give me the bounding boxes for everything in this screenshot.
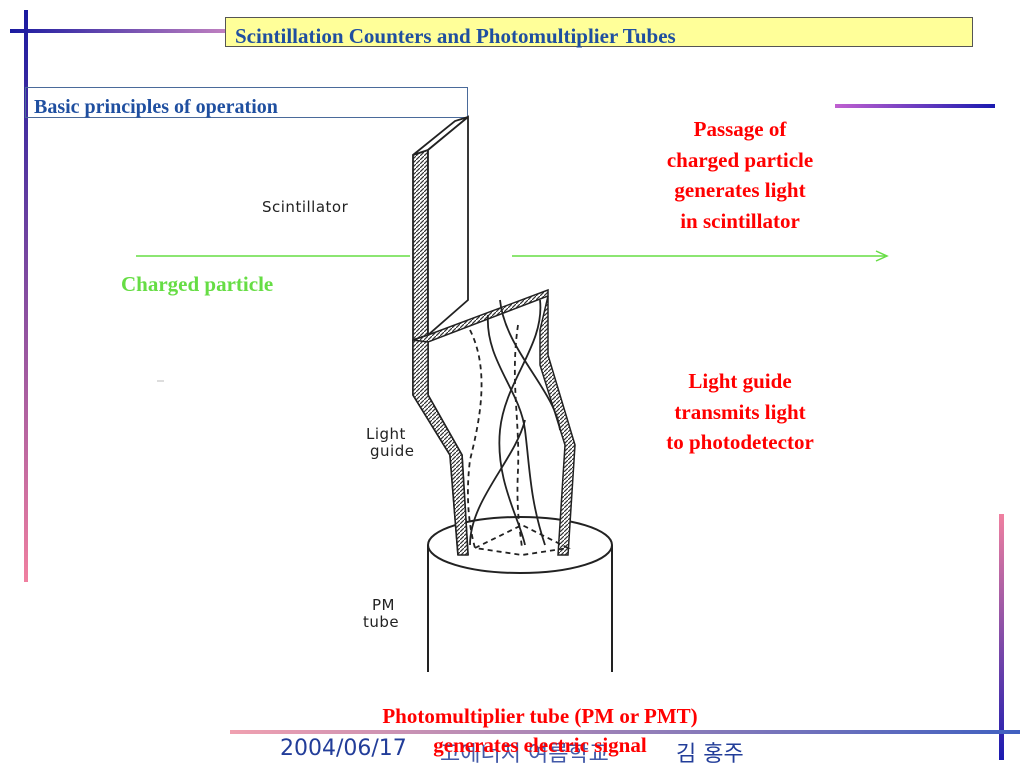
top-right-horizontal-line — [835, 104, 995, 108]
title-box: Scintillation Counters and Photomultipli… — [225, 17, 973, 48]
bottom-horizontal-line — [230, 730, 1020, 734]
pmt-annotation-line2: generates electric signal — [433, 733, 647, 757]
passage-line: in scintillator — [680, 208, 800, 233]
charged-particle-label: Charged particle — [121, 272, 274, 296]
left-vertical-line — [24, 10, 28, 582]
slide-title: Scintillation Counters and Photomultipli… — [235, 24, 676, 48]
passage-line: Passage of — [693, 117, 787, 141]
passage-line: generates light — [674, 178, 806, 202]
pmt-annotation-line1: Photomultiplier tube (PM or PMT) — [382, 704, 698, 728]
subtitle-box: Basic principles of operation — [25, 87, 468, 118]
light-guide-drawing — [412, 295, 576, 556]
passage-line: charged particle — [666, 147, 814, 172]
slide-subtitle: Basic principles of operation — [34, 96, 278, 118]
light-guide-line: transmits light — [674, 399, 806, 424]
scintillator-drawing — [412, 115, 549, 343]
footer-author: 김 홍주 — [676, 742, 744, 767]
pm-tube-drawing — [427, 516, 613, 672]
passage-annotation: Passage of charged particle generates li… — [640, 114, 840, 236]
light-guide-line: Light guide — [688, 369, 792, 393]
arrow-head-icon — [875, 250, 889, 262]
particle-track — [136, 250, 889, 262]
right-vertical-line — [999, 514, 1004, 760]
pm-tube-label-line2: tube — [363, 613, 400, 631]
footer-event-name: 고에너지 여름학교 — [440, 742, 609, 767]
pm-tube-label-line1: PM — [372, 596, 395, 614]
scintillator-label: Scintillator — [262, 198, 349, 216]
light-guide-label-line1: Light — [366, 425, 406, 443]
top-left-horizontal-line — [10, 29, 226, 33]
footer-date: 2004/06/17 — [280, 736, 407, 761]
light-guide-label-line2: guide — [370, 442, 415, 460]
light-guide-annotation: Light guide transmits light to photodete… — [640, 366, 840, 458]
light-guide-line: to photodetector — [666, 430, 814, 454]
